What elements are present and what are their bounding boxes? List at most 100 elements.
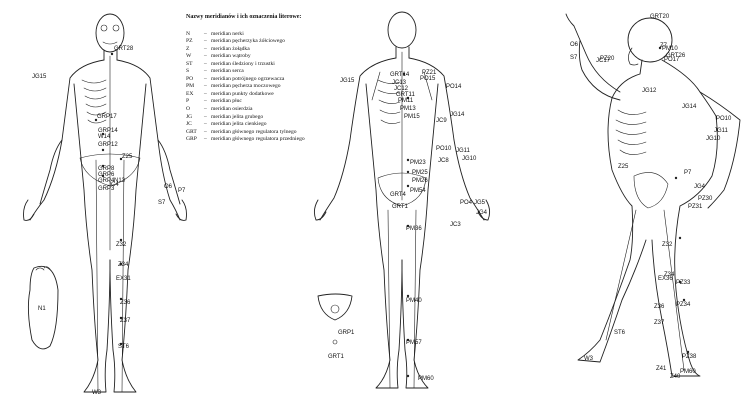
point-label: GRP14	[98, 128, 118, 134]
point-label: JG11	[456, 148, 470, 154]
legend-code: PO	[186, 75, 194, 82]
point-label: GRT4	[390, 192, 406, 198]
legend-row: Z–meridian żołądka	[186, 46, 346, 54]
point-label: GRP12	[98, 142, 118, 148]
point-label: PM60	[418, 376, 434, 382]
point-label: JG12	[642, 88, 657, 94]
point-label: JC3	[450, 222, 461, 228]
point-label: GRP6	[98, 172, 115, 178]
point-label: Z34	[118, 262, 129, 268]
legend-row: JG –meridian jelita grubego	[186, 114, 346, 122]
legend-meridian-name: meridian jelita cienkiego	[211, 121, 267, 128]
legend-row: PM–meridian pęcherza moczowego	[186, 83, 346, 91]
point-label: Z34	[664, 272, 675, 278]
legend-meridian-name: meridian wątroby	[211, 53, 251, 60]
legend-meridian-name: meridian potrójnego ogrzewacza	[211, 75, 285, 82]
point-label: S7	[158, 200, 166, 206]
point-label: PM11	[398, 98, 414, 104]
point-label: GRP1	[338, 330, 355, 336]
point-label: GRP4	[98, 178, 115, 184]
point-label: JG11	[714, 128, 728, 134]
point-label: GRP3	[98, 186, 115, 192]
point-label: PM25	[412, 170, 428, 176]
point-label: JC17	[596, 58, 611, 64]
point-label: JG4	[694, 184, 706, 190]
point-label: GRT20	[650, 14, 670, 20]
legend-code: S	[186, 68, 190, 75]
legend-code: PZ	[186, 38, 193, 45]
legend-code: JC	[186, 121, 192, 128]
point-dots	[94, 46, 690, 378]
legend-meridian-name: meridian nerki	[211, 30, 244, 37]
front-figure	[23, 13, 187, 393]
point-label: PZ30	[698, 196, 713, 202]
point-label: PM10	[662, 46, 678, 52]
point-label: JG4	[476, 210, 488, 216]
legend-dash: –	[204, 121, 207, 128]
point-label: Z25	[618, 164, 629, 170]
legend-row: JC –meridian jelita cienkiego	[186, 121, 346, 129]
point-label: GRT14	[390, 72, 410, 78]
legend-row: O–meridian osierdzia	[186, 106, 346, 114]
legend-row: PO–meridian potrójnego ogrzewacza	[186, 76, 346, 84]
legend-title: Nazwy meridianów i ich oznaczenia litero…	[186, 14, 302, 20]
legend-dash: –	[204, 106, 207, 113]
point-label: PO15	[420, 76, 436, 82]
point-label: PZ34	[676, 302, 691, 308]
point-label: Z36	[120, 300, 131, 306]
legend-meridian-name: meridian punkty dodatkowe	[211, 90, 274, 97]
point-label: N1	[38, 306, 46, 312]
legend-row: GRT–meridian głównego regulatora tylnego	[186, 129, 346, 137]
legend-row: ST–meridian śledziony i trzustki	[186, 61, 346, 69]
point-label: Z7	[660, 43, 668, 49]
point-label: S7	[570, 55, 578, 61]
point-label: PZ31	[688, 204, 703, 210]
legend-row: N–meridian nerki	[186, 31, 346, 39]
point-label: JG14	[682, 104, 697, 110]
legend-dash: –	[204, 136, 207, 143]
legend-row: S–meridian serca	[186, 68, 346, 76]
point-label: Z36	[654, 304, 665, 310]
point-label: PO10	[436, 146, 452, 152]
point-label: PM13	[400, 106, 416, 112]
point-label: JC12	[394, 86, 409, 92]
point-label: EX31	[116, 276, 131, 282]
legend-dash: –	[204, 45, 207, 52]
point-label: JG10	[462, 156, 477, 162]
legend-code: Z	[186, 45, 190, 52]
point-label: W3	[584, 356, 593, 362]
legend-dash: –	[204, 98, 207, 105]
legend-meridian-name: meridian jelita grubego	[211, 113, 264, 120]
point-label: JG10	[706, 136, 721, 142]
point-label: P7	[178, 188, 186, 194]
point-label: GRP17	[97, 114, 117, 120]
point-label: JG14	[450, 112, 465, 118]
point-label: O6	[164, 184, 173, 190]
point-label: EX36	[658, 276, 673, 282]
legend-meridian-name: meridian pęcherzyka żółciowego	[211, 38, 285, 45]
point-label: Z37	[120, 318, 131, 324]
point-label: JC9	[436, 118, 447, 124]
legend-dash: –	[204, 113, 207, 120]
legend-code: ST	[186, 60, 193, 67]
legend-code: JG	[186, 113, 193, 120]
legend-dash: –	[204, 83, 207, 90]
legend-meridian-name: meridian głównego regulatora tylnego	[211, 128, 297, 135]
point-label: PM15	[404, 114, 420, 120]
point-label: PZ20	[600, 56, 615, 62]
point-label: PM36	[406, 226, 422, 232]
legend-meridian-name: meridian serca	[211, 68, 244, 75]
point-label: GRP8	[98, 166, 115, 172]
point-label: PO4	[460, 200, 473, 206]
legend-row: PZ–meridian pęcherzyka żółciowego	[186, 38, 346, 46]
point-label: Z40	[670, 374, 681, 380]
point-label: PO14	[446, 84, 462, 90]
point-label: JC13	[392, 80, 407, 86]
point-label: JC8	[438, 158, 449, 164]
point-label: P7	[684, 170, 692, 176]
legend-dash: –	[204, 90, 207, 97]
legend-code: EX	[186, 90, 194, 97]
point-label: PZ33	[676, 280, 691, 286]
legend-dash: –	[204, 30, 207, 37]
